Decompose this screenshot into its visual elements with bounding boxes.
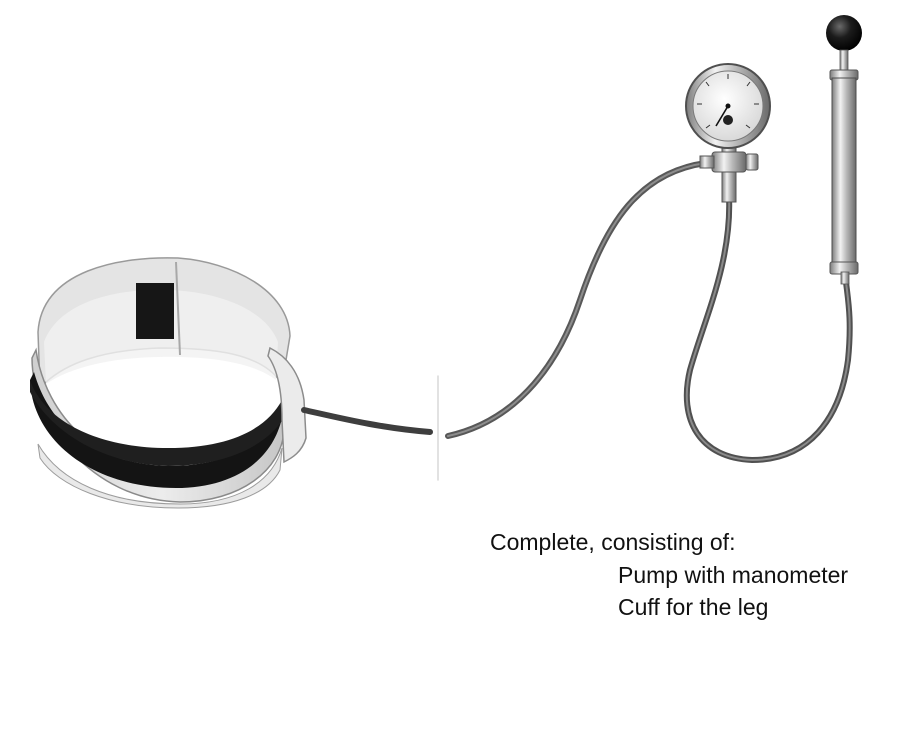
gauge-ticks bbox=[697, 74, 759, 129]
gauge-tube bbox=[445, 160, 709, 439]
velcro-tab bbox=[136, 283, 174, 339]
hand-pump bbox=[826, 15, 862, 285]
velcro-band-upper bbox=[30, 380, 284, 466]
cuff-seam bbox=[175, 261, 181, 356]
rubber-tubing bbox=[301, 160, 853, 481]
gauge-side-fitting bbox=[699, 155, 715, 169]
leg-cuff bbox=[30, 257, 307, 509]
caption-item-cuff: Cuff for the leg bbox=[618, 594, 769, 620]
gauge-logo-mark bbox=[723, 115, 733, 125]
gauge-needle bbox=[715, 105, 729, 127]
cuff-lower-hem bbox=[37, 443, 283, 509]
cuff-tube bbox=[301, 407, 433, 435]
cuff-end-flap bbox=[267, 346, 307, 464]
caption-heading: Complete, consisting of: bbox=[490, 529, 736, 555]
pump-barrel bbox=[831, 77, 857, 265]
pump-tube bbox=[683, 193, 853, 464]
pump-nozzle bbox=[840, 271, 850, 285]
manometer-gauge bbox=[685, 63, 771, 203]
gauge-pivot bbox=[725, 103, 731, 109]
gauge-thumb-screw bbox=[745, 153, 759, 171]
caption-item-pump: Pump with manometer bbox=[618, 562, 849, 588]
pump-knob bbox=[826, 15, 862, 51]
gauge-valve bbox=[711, 151, 747, 173]
